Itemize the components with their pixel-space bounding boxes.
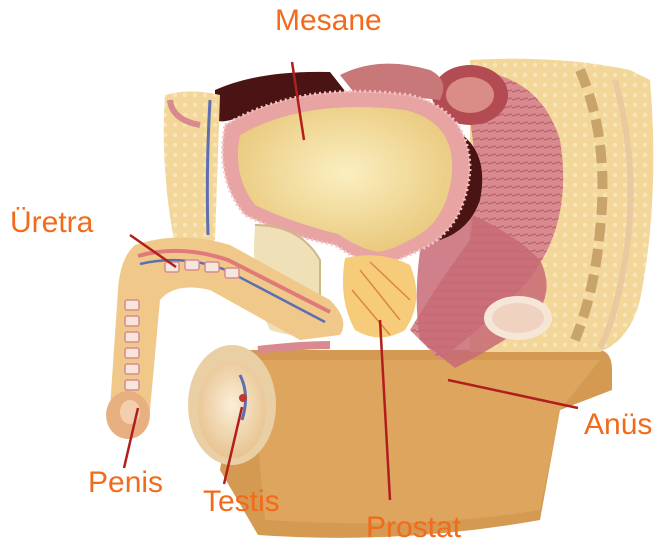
label-prostat: Prostat (366, 513, 461, 543)
label-penis: Penis (88, 468, 163, 498)
testis (198, 362, 266, 458)
abdominal-wall (164, 92, 220, 247)
label-testis: Testis (203, 487, 280, 517)
label-uretra: Üretra (10, 208, 93, 238)
label-mesane: Mesane (275, 6, 382, 36)
label-anus: Anüs (584, 410, 652, 440)
